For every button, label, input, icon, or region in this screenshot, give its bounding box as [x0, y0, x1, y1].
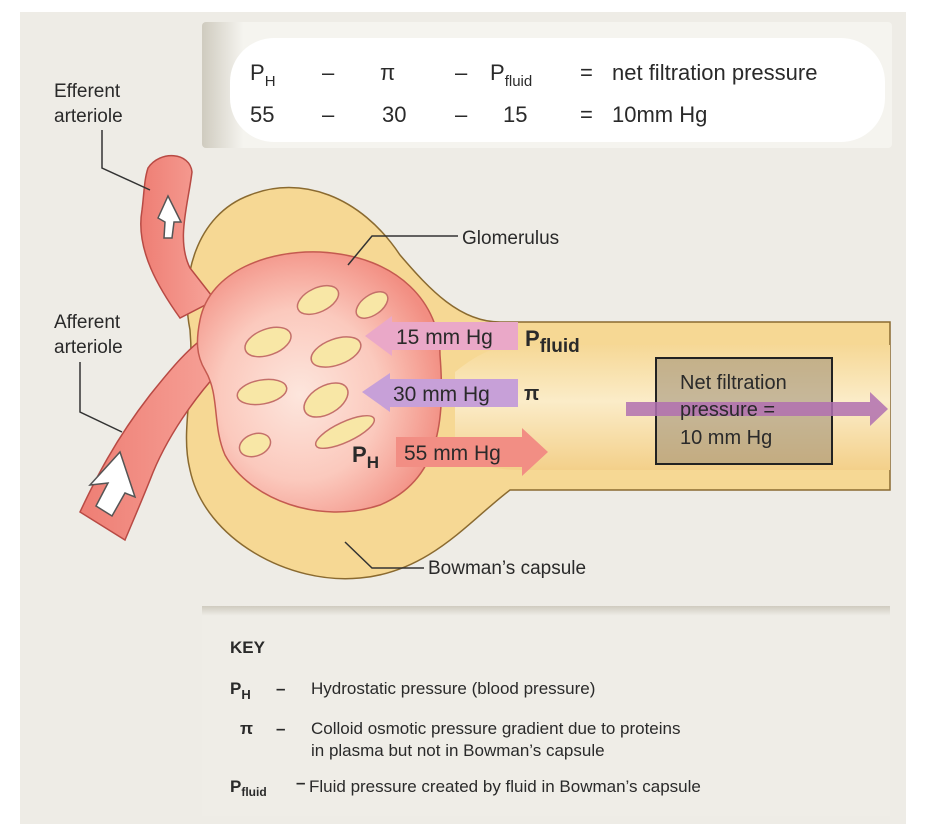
key-pi-symbol: π [240, 719, 253, 738]
net-line-3: 10 mm Hg [680, 427, 772, 449]
net-filtration-text: Net filtration pressure = 10 mm Hg [680, 372, 787, 449]
bowmans-capsule-label: Bowman’s capsule [428, 558, 586, 579]
afferent-label-line2: arteriole [54, 337, 123, 358]
eq-result-2: 10mm Hg [612, 102, 707, 127]
net-line-1: Net filtration [680, 372, 787, 394]
key-pi-dash: – [276, 719, 285, 738]
eq-pi-symbol: π [380, 60, 395, 85]
equation-box [202, 22, 892, 148]
afferent-label-line1: Afferent [54, 312, 121, 333]
eq-value-pfluid: 15 [503, 102, 527, 127]
pi-arrow-value: 30 mm Hg [393, 383, 490, 406]
eq-equals-2: = [580, 102, 593, 127]
key-pi-text-1: Colloid osmotic pressure gradient due to… [311, 719, 680, 738]
eq-minus-3: – [322, 102, 335, 127]
ph-arrow-value: 55 mm Hg [404, 442, 501, 465]
eq-minus-1: – [322, 60, 335, 85]
eq-value-ph: 55 [250, 102, 274, 127]
key-title: KEY [230, 638, 266, 657]
pfluid-arrow: 15 mm Hg [365, 316, 518, 356]
eq-minus-2: – [455, 60, 468, 85]
key-ph-text: Hydrostatic pressure (blood pressure) [311, 679, 595, 698]
eq-value-pi: 30 [382, 102, 406, 127]
efferent-label-line1: Efferent [54, 81, 121, 102]
eq-equals-1: = [580, 60, 593, 85]
key-ph-dash: – [276, 679, 285, 698]
pi-arrow-symbol: π [524, 383, 539, 405]
efferent-label-line2: arteriole [54, 106, 123, 127]
net-line-2: pressure = [680, 399, 775, 421]
key-pfluid-text: Fluid pressure created by fluid in Bowma… [309, 777, 701, 796]
key-pfluid-dash: – [296, 773, 305, 792]
key-pi-text-2: in plasma but not in Bowman’s capsule [311, 741, 605, 760]
eq-minus-4: – [455, 102, 468, 127]
pfluid-arrow-value: 15 mm Hg [396, 326, 493, 349]
eq-result-1: net filtration pressure [612, 60, 817, 85]
glomerulus-label: Glomerulus [462, 228, 559, 249]
